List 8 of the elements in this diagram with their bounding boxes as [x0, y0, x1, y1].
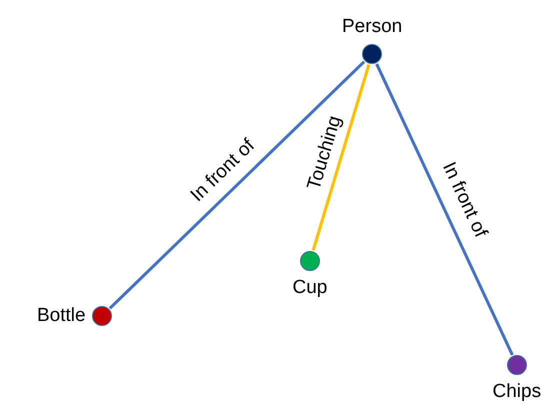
- connector-line: [108, 60, 366, 310]
- connector-line: [375, 63, 514, 356]
- node-label: Chips: [492, 381, 542, 403]
- node-label: Bottle: [37, 305, 86, 327]
- node-label: Cup: [292, 277, 328, 299]
- connector-line: [312, 64, 370, 251]
- edge-label: In front of: [438, 159, 492, 242]
- node-label: Person: [342, 16, 402, 38]
